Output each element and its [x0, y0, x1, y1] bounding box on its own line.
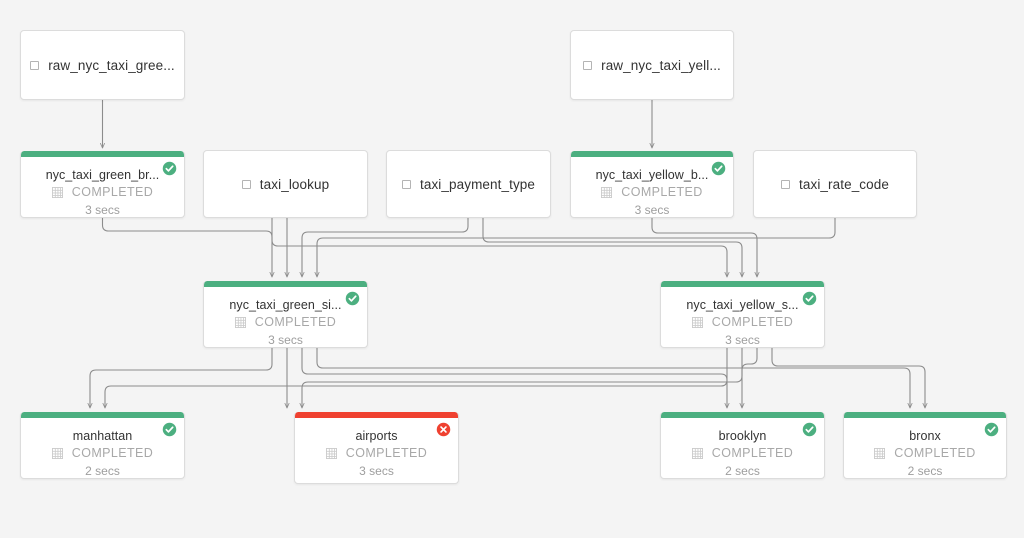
node-status-row: COMPLETED — [21, 184, 184, 201]
node-duration: 2 secs — [907, 464, 943, 478]
check-circle-icon[interactable] — [162, 422, 177, 437]
model-node-content: nyc_taxi_green_br... COMPLETED 3 secs — [21, 157, 184, 217]
node-label: nyc_taxi_yellow_b... — [595, 168, 709, 182]
node-duration: 2 secs — [725, 464, 760, 478]
check-circle-icon[interactable] — [802, 291, 817, 306]
node-duration: 3 secs — [268, 333, 303, 347]
node-nyc_taxi_green_br[interactable]: nyc_taxi_green_br... COMPLETED 3 secs — [20, 151, 185, 218]
node-label: raw_nyc_taxi_gree... — [48, 57, 175, 73]
node-label: nyc_taxi_yellow_s... — [686, 298, 799, 312]
square-icon — [30, 60, 40, 70]
status-badge: COMPLETED — [711, 315, 794, 329]
check-circle-icon[interactable] — [162, 161, 177, 176]
grid-icon — [325, 448, 337, 459]
model-node-content: nyc_taxi_green_si... COMPLETED 3 secs — [204, 287, 367, 347]
grid-icon — [51, 187, 63, 198]
node-status-bar — [661, 412, 824, 418]
grid-icon — [51, 448, 63, 459]
status-badge: COMPLETED — [71, 185, 154, 199]
node-status-row: COMPLETED — [661, 314, 824, 331]
node-status-bar — [571, 151, 733, 157]
check-circle-icon[interactable] — [345, 291, 360, 306]
node-label: taxi_payment_type — [419, 176, 536, 192]
node-status-bar — [204, 281, 367, 287]
status-badge: COMPLETED — [254, 315, 337, 329]
node-status-bar — [295, 412, 458, 418]
status-badge: COMPLETED — [345, 446, 428, 460]
grid-icon — [601, 187, 613, 198]
node-taxi_payment_type[interactable]: taxi_payment_type — [386, 150, 551, 218]
node-status-bar — [21, 151, 184, 157]
node-duration: 2 secs — [85, 464, 120, 478]
grid-icon — [691, 448, 703, 459]
grid-icon — [234, 317, 246, 328]
node-label: taxi_rate_code — [799, 176, 889, 192]
node-label: taxi_lookup — [259, 176, 330, 192]
model-node-content: nyc_taxi_yellow_s... COMPLETED 3 secs — [661, 287, 824, 347]
status-badge: COMPLETED — [894, 446, 976, 460]
node-duration: 3 secs — [725, 333, 760, 347]
node-label: brooklyn — [718, 429, 767, 443]
node-status-row: COMPLETED — [661, 445, 824, 462]
node-label: airports — [355, 429, 398, 443]
check-circle-icon[interactable] — [984, 422, 999, 437]
node-duration: 3 secs — [85, 203, 120, 217]
grid-icon — [874, 448, 886, 459]
node-status-bar — [661, 281, 824, 287]
node-status-row: COMPLETED — [844, 445, 1006, 462]
source-node-content: raw_nyc_taxi_gree... — [30, 58, 175, 73]
node-duration: 3 secs — [359, 464, 394, 478]
node-status-row: COMPLETED — [21, 445, 184, 462]
node-label: manhattan — [72, 429, 133, 443]
check-circle-icon[interactable] — [711, 161, 726, 176]
check-circle-icon[interactable] — [802, 422, 817, 437]
node-raw_nyc_taxi_green[interactable]: raw_nyc_taxi_gree... — [20, 30, 185, 100]
status-badge: COMPLETED — [621, 185, 703, 199]
source-node-content: taxi_rate_code — [781, 177, 889, 192]
node-label: raw_nyc_taxi_yell... — [601, 57, 721, 73]
node-label: nyc_taxi_green_br... — [45, 168, 160, 182]
node-status-row: COMPLETED — [295, 445, 458, 462]
node-taxi_lookup[interactable]: taxi_lookup — [203, 150, 368, 218]
status-badge: COMPLETED — [711, 446, 794, 460]
node-status-row: COMPLETED — [204, 314, 367, 331]
edge-paths — [90, 100, 925, 408]
square-icon — [401, 179, 411, 189]
square-icon — [781, 179, 791, 189]
square-icon — [241, 179, 251, 189]
square-icon — [583, 60, 593, 70]
node-nyc_taxi_yellow_s[interactable]: nyc_taxi_yellow_s... COMPLETED 3 secs — [660, 281, 825, 348]
source-node-content: raw_nyc_taxi_yell... — [583, 58, 721, 73]
node-nyc_taxi_yellow_b[interactable]: nyc_taxi_yellow_b... COMPLETED 3 secs — [570, 151, 734, 218]
node-taxi_rate_code[interactable]: taxi_rate_code — [753, 150, 917, 218]
status-badge: COMPLETED — [71, 446, 154, 460]
node-raw_nyc_taxi_yellow[interactable]: raw_nyc_taxi_yell... — [570, 30, 734, 100]
node-nyc_taxi_green_si[interactable]: nyc_taxi_green_si... COMPLETED 3 secs — [203, 281, 368, 348]
source-node-content: taxi_lookup — [241, 176, 330, 192]
node-duration: 3 secs — [634, 203, 670, 217]
node-label: bronx — [909, 429, 941, 443]
node-status-row: COMPLETED — [571, 184, 733, 201]
node-status-bar — [844, 412, 1006, 418]
node-status-bar — [21, 412, 184, 418]
grid-icon — [691, 317, 703, 328]
source-node-content: taxi_payment_type — [401, 176, 536, 192]
node-label: nyc_taxi_green_si... — [229, 298, 342, 312]
model-node-content: nyc_taxi_yellow_b... COMPLETED 3 secs — [571, 157, 733, 217]
error-circle-icon[interactable] — [436, 422, 451, 437]
